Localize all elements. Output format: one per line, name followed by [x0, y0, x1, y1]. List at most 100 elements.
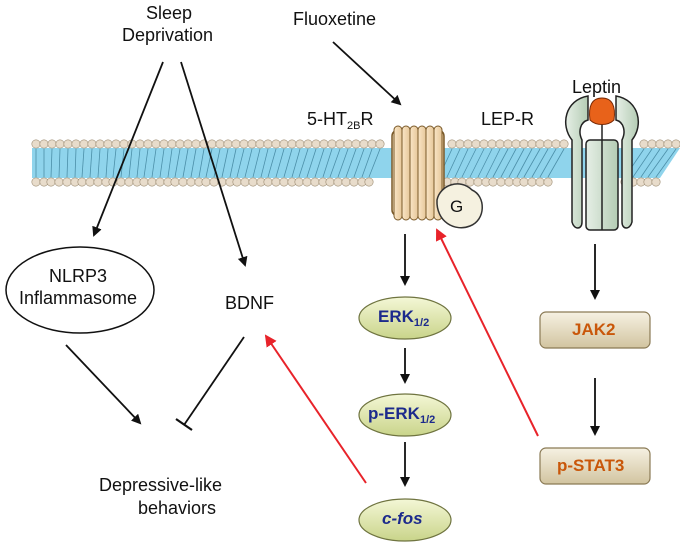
lipid-tail: [81, 148, 85, 178]
lipid-tail: [66, 148, 69, 178]
lipid-tail: [275, 148, 285, 178]
lipid-head: [327, 139, 337, 149]
lipid-head: [263, 177, 273, 187]
lipid-head: [39, 139, 49, 149]
lipid-tail: [97, 148, 101, 178]
lipid-head: [71, 139, 81, 149]
lipid-head: [519, 177, 529, 187]
lipid-tail: [159, 148, 165, 178]
lipid-head: [527, 177, 537, 187]
lipid-tail: [523, 148, 541, 178]
lipid-tail: [640, 148, 661, 178]
perk-label: p-ERK1/2: [368, 403, 435, 431]
lipid-head: [201, 177, 211, 187]
lipid-head: [535, 139, 545, 149]
lipid-head: [240, 177, 250, 187]
lipid-head: [319, 139, 329, 149]
lipid-tail: [477, 148, 493, 178]
lipid-head: [191, 139, 201, 149]
lipid-head: [303, 139, 313, 149]
lipid-head: [215, 139, 225, 149]
lipid-head: [639, 139, 649, 149]
lipid-head: [535, 177, 545, 187]
label-sleep-line2: Deprivation: [122, 25, 214, 45]
lipid-head: [63, 139, 73, 149]
lipid-head: [651, 177, 661, 187]
lipid-tail: [198, 148, 205, 178]
label-g-protein: G: [450, 197, 464, 216]
arrow-nlrp3-to-depressive: [65, 344, 142, 425]
lipid-head: [643, 177, 653, 187]
lipid-head: [135, 139, 145, 149]
erk-node: [358, 296, 452, 340]
lipid-tail: [229, 148, 237, 178]
lipid-tail: [112, 148, 117, 178]
erk-label-sub: 1/2: [413, 317, 430, 329]
lipid-head: [151, 139, 161, 149]
inhibit-bar: [175, 418, 193, 431]
lipid-tail: [252, 148, 261, 178]
lipid-head: [473, 177, 483, 187]
lipid-tail: [539, 148, 557, 178]
inhibit-bdnf-to-depressive: [183, 336, 245, 426]
perk-label-main: p-ERK: [368, 404, 420, 423]
lipid-tail: [267, 148, 277, 178]
lipid-tail: [205, 148, 213, 178]
lipid-head: [496, 177, 506, 187]
lipid-head: [111, 139, 121, 149]
cfos-node: [358, 498, 452, 542]
lipid-tail: [492, 148, 509, 178]
membrane-heads-top: [31, 139, 680, 149]
arrow-sleep-to-bdnf: [180, 61, 248, 267]
lipid-head: [559, 139, 569, 149]
lipid-head: [310, 177, 320, 187]
lipid-head: [207, 139, 217, 149]
lipid-head: [116, 177, 126, 187]
lipid-head: [663, 139, 673, 149]
lipid-head: [279, 139, 289, 149]
lipid-head: [335, 139, 345, 149]
lipid-tail: [136, 148, 141, 178]
lipid-head: [671, 139, 680, 149]
lipid-tail: [143, 148, 149, 178]
lipid-head: [232, 177, 242, 187]
lipid-tail: [485, 148, 501, 178]
lipid-head: [167, 139, 177, 149]
receptor-helix: [409, 125, 419, 221]
lipid-tail: [236, 148, 245, 178]
label-receptor: 5-HT2BR: [307, 108, 373, 137]
lipid-head: [333, 177, 343, 187]
lipid-head: [77, 177, 87, 187]
nlrp3-ellipse: [5, 246, 155, 334]
receptor-helix: [401, 125, 411, 221]
lipid-head: [155, 177, 165, 187]
lipid-head: [183, 139, 193, 149]
lipid-head: [139, 177, 149, 187]
lipid-head: [271, 177, 281, 187]
perk-label-sub: 1/2: [419, 414, 436, 426]
lipid-head: [551, 139, 561, 149]
leptin-ligand: [589, 97, 615, 125]
lipid-head: [447, 139, 457, 149]
lipid-head: [455, 139, 465, 149]
lipid-head: [511, 139, 521, 149]
lipid-head: [143, 139, 153, 149]
lipid-tail: [329, 148, 341, 178]
lipid-head: [239, 139, 249, 149]
label-leptin: Leptin: [572, 77, 622, 97]
lipid-tail: [50, 148, 53, 178]
jak2-node: [539, 311, 651, 349]
label-receptor-sub: 2B: [347, 120, 361, 132]
lipid-tail: [446, 148, 461, 178]
lipid-tail: [174, 148, 181, 178]
lipid-head: [279, 177, 289, 187]
lipid-head: [543, 139, 553, 149]
lipid-tail: [74, 148, 77, 178]
lipid-head: [178, 177, 188, 187]
lipid-head: [247, 139, 257, 149]
lipid-tail: [283, 148, 293, 178]
lipid-head: [119, 139, 129, 149]
label-nlrp3-line1: NLRP3: [49, 266, 108, 286]
lipid-tail: [368, 148, 381, 178]
